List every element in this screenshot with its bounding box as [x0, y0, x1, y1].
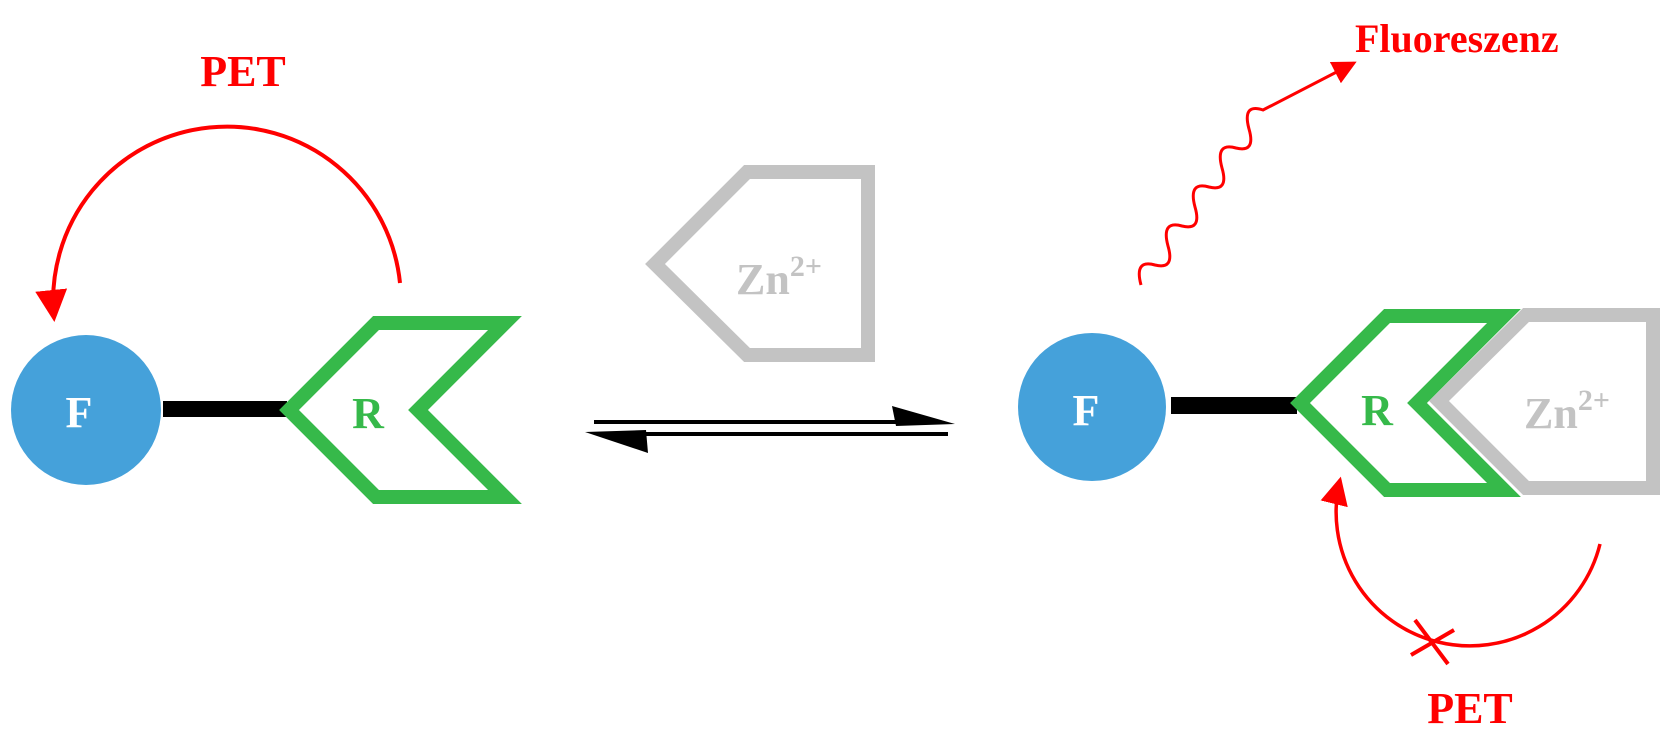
- receptor-label-right: R: [1361, 386, 1394, 435]
- equilibrium-arrows-icon: [585, 406, 955, 453]
- pet-arrow-left: [35, 124, 402, 322]
- pet-arrow-right-blocked: [1320, 476, 1602, 648]
- receptor-left: [279, 316, 522, 504]
- fluorophore-label-right: F: [1073, 386, 1100, 435]
- zinc-label-free: Zn2+: [736, 250, 822, 304]
- zinc-label-bound: Zn2+: [1524, 384, 1610, 438]
- cross-mark-icon: [1409, 618, 1456, 666]
- receptor-right: [1290, 309, 1521, 497]
- zinc-ion-bound: Zn2+: [1429, 308, 1660, 495]
- pet-label-left: PET: [200, 47, 286, 96]
- zinc-ion-free: Zn2+: [645, 165, 875, 362]
- receptor-label-left: R: [352, 389, 385, 438]
- wavy-emission-arrow-icon: [1137, 61, 1357, 286]
- fluorophore-label-left: F: [66, 388, 93, 437]
- linker-left: [163, 401, 287, 417]
- fluorophore-left: [11, 335, 161, 485]
- free-sensor: PET F R: [11, 47, 522, 504]
- bound-sensor: Fluoreszenz F Zn2+ R PET: [1018, 16, 1660, 733]
- pet-label-right: PET: [1427, 684, 1513, 733]
- fluorophore-right: [1018, 333, 1166, 481]
- fluorescence-label: Fluoreszenz: [1355, 16, 1559, 61]
- linker-right: [1171, 397, 1297, 414]
